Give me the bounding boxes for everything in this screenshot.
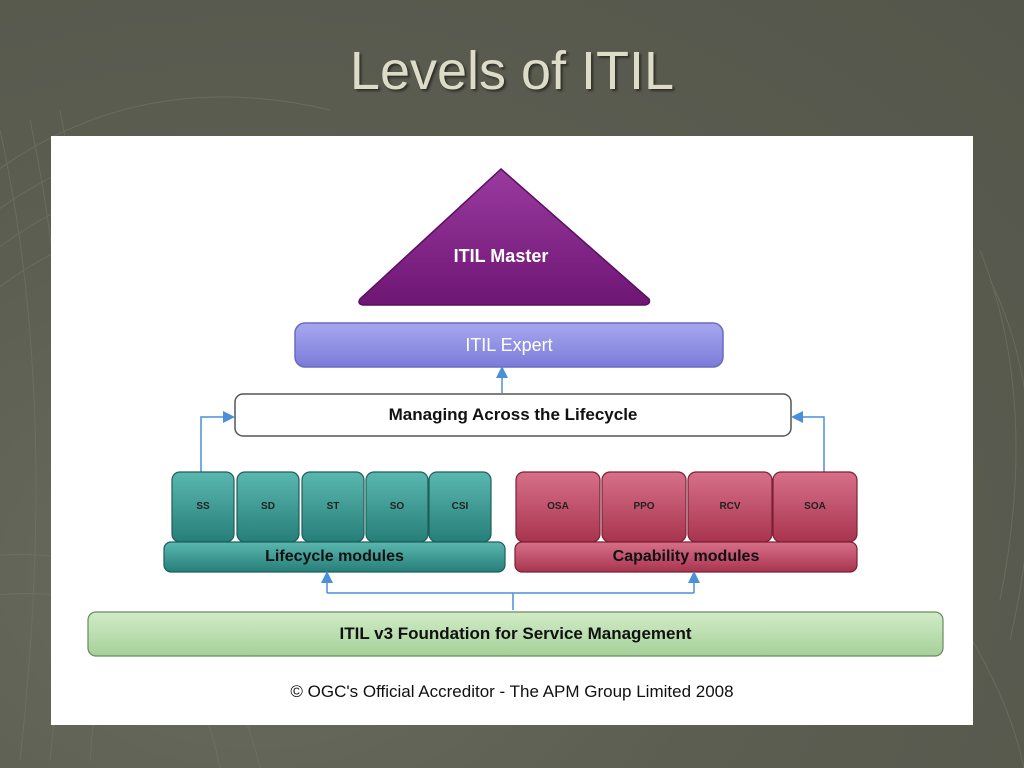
foundation-label: ITIL v3 Foundation for Service Managemen… — [339, 624, 692, 643]
lifecycle-modules-label: Lifecycle modules — [265, 548, 404, 565]
copyright-text: © OGC's Official Accreditor - The APM Gr… — [290, 682, 734, 701]
capability-cell-rcv: RCV — [719, 501, 741, 512]
capability-cell-ppo: PPO — [633, 501, 655, 512]
capability-cell-osa: OSA — [547, 501, 569, 512]
slide-title: Levels of ITIL — [349, 41, 675, 101]
capability-cell-soa: SOA — [804, 501, 826, 512]
diagram-graphics — [87, 167, 944, 657]
malc-label: Managing Across the Lifecycle — [388, 405, 638, 424]
itil-master-triangle — [358, 167, 651, 306]
lifecycle-cell-st: ST — [326, 501, 340, 512]
lifecycle-cell-ss: SS — [196, 501, 210, 512]
capability-modules-bar — [514, 541, 858, 573]
arrow-lifecycle-to-malc — [200, 411, 235, 472]
arrow-foundation-to-modules — [327, 592, 694, 610]
itil-expert-label: ITIL Expert — [465, 335, 553, 355]
lifecycle-cell-sd: SD — [261, 501, 275, 512]
foundation-bar — [87, 611, 944, 657]
arrow-capability-to-malc — [791, 411, 825, 472]
capability-modules-label: Capability modules — [612, 548, 760, 565]
itil-levels-diagram: ITIL Master ITIL Expert Managing Across … — [51, 136, 973, 725]
lifecycle-modules-bar — [163, 541, 506, 573]
itil-master-label: ITIL Master — [453, 246, 549, 266]
capability-cells — [515, 471, 858, 543]
lifecycle-cells — [171, 471, 492, 543]
lifecycle-cell-so: SO — [389, 501, 405, 512]
lifecycle-cell-csi: CSI — [451, 501, 469, 512]
itil-expert-bar — [294, 322, 724, 368]
